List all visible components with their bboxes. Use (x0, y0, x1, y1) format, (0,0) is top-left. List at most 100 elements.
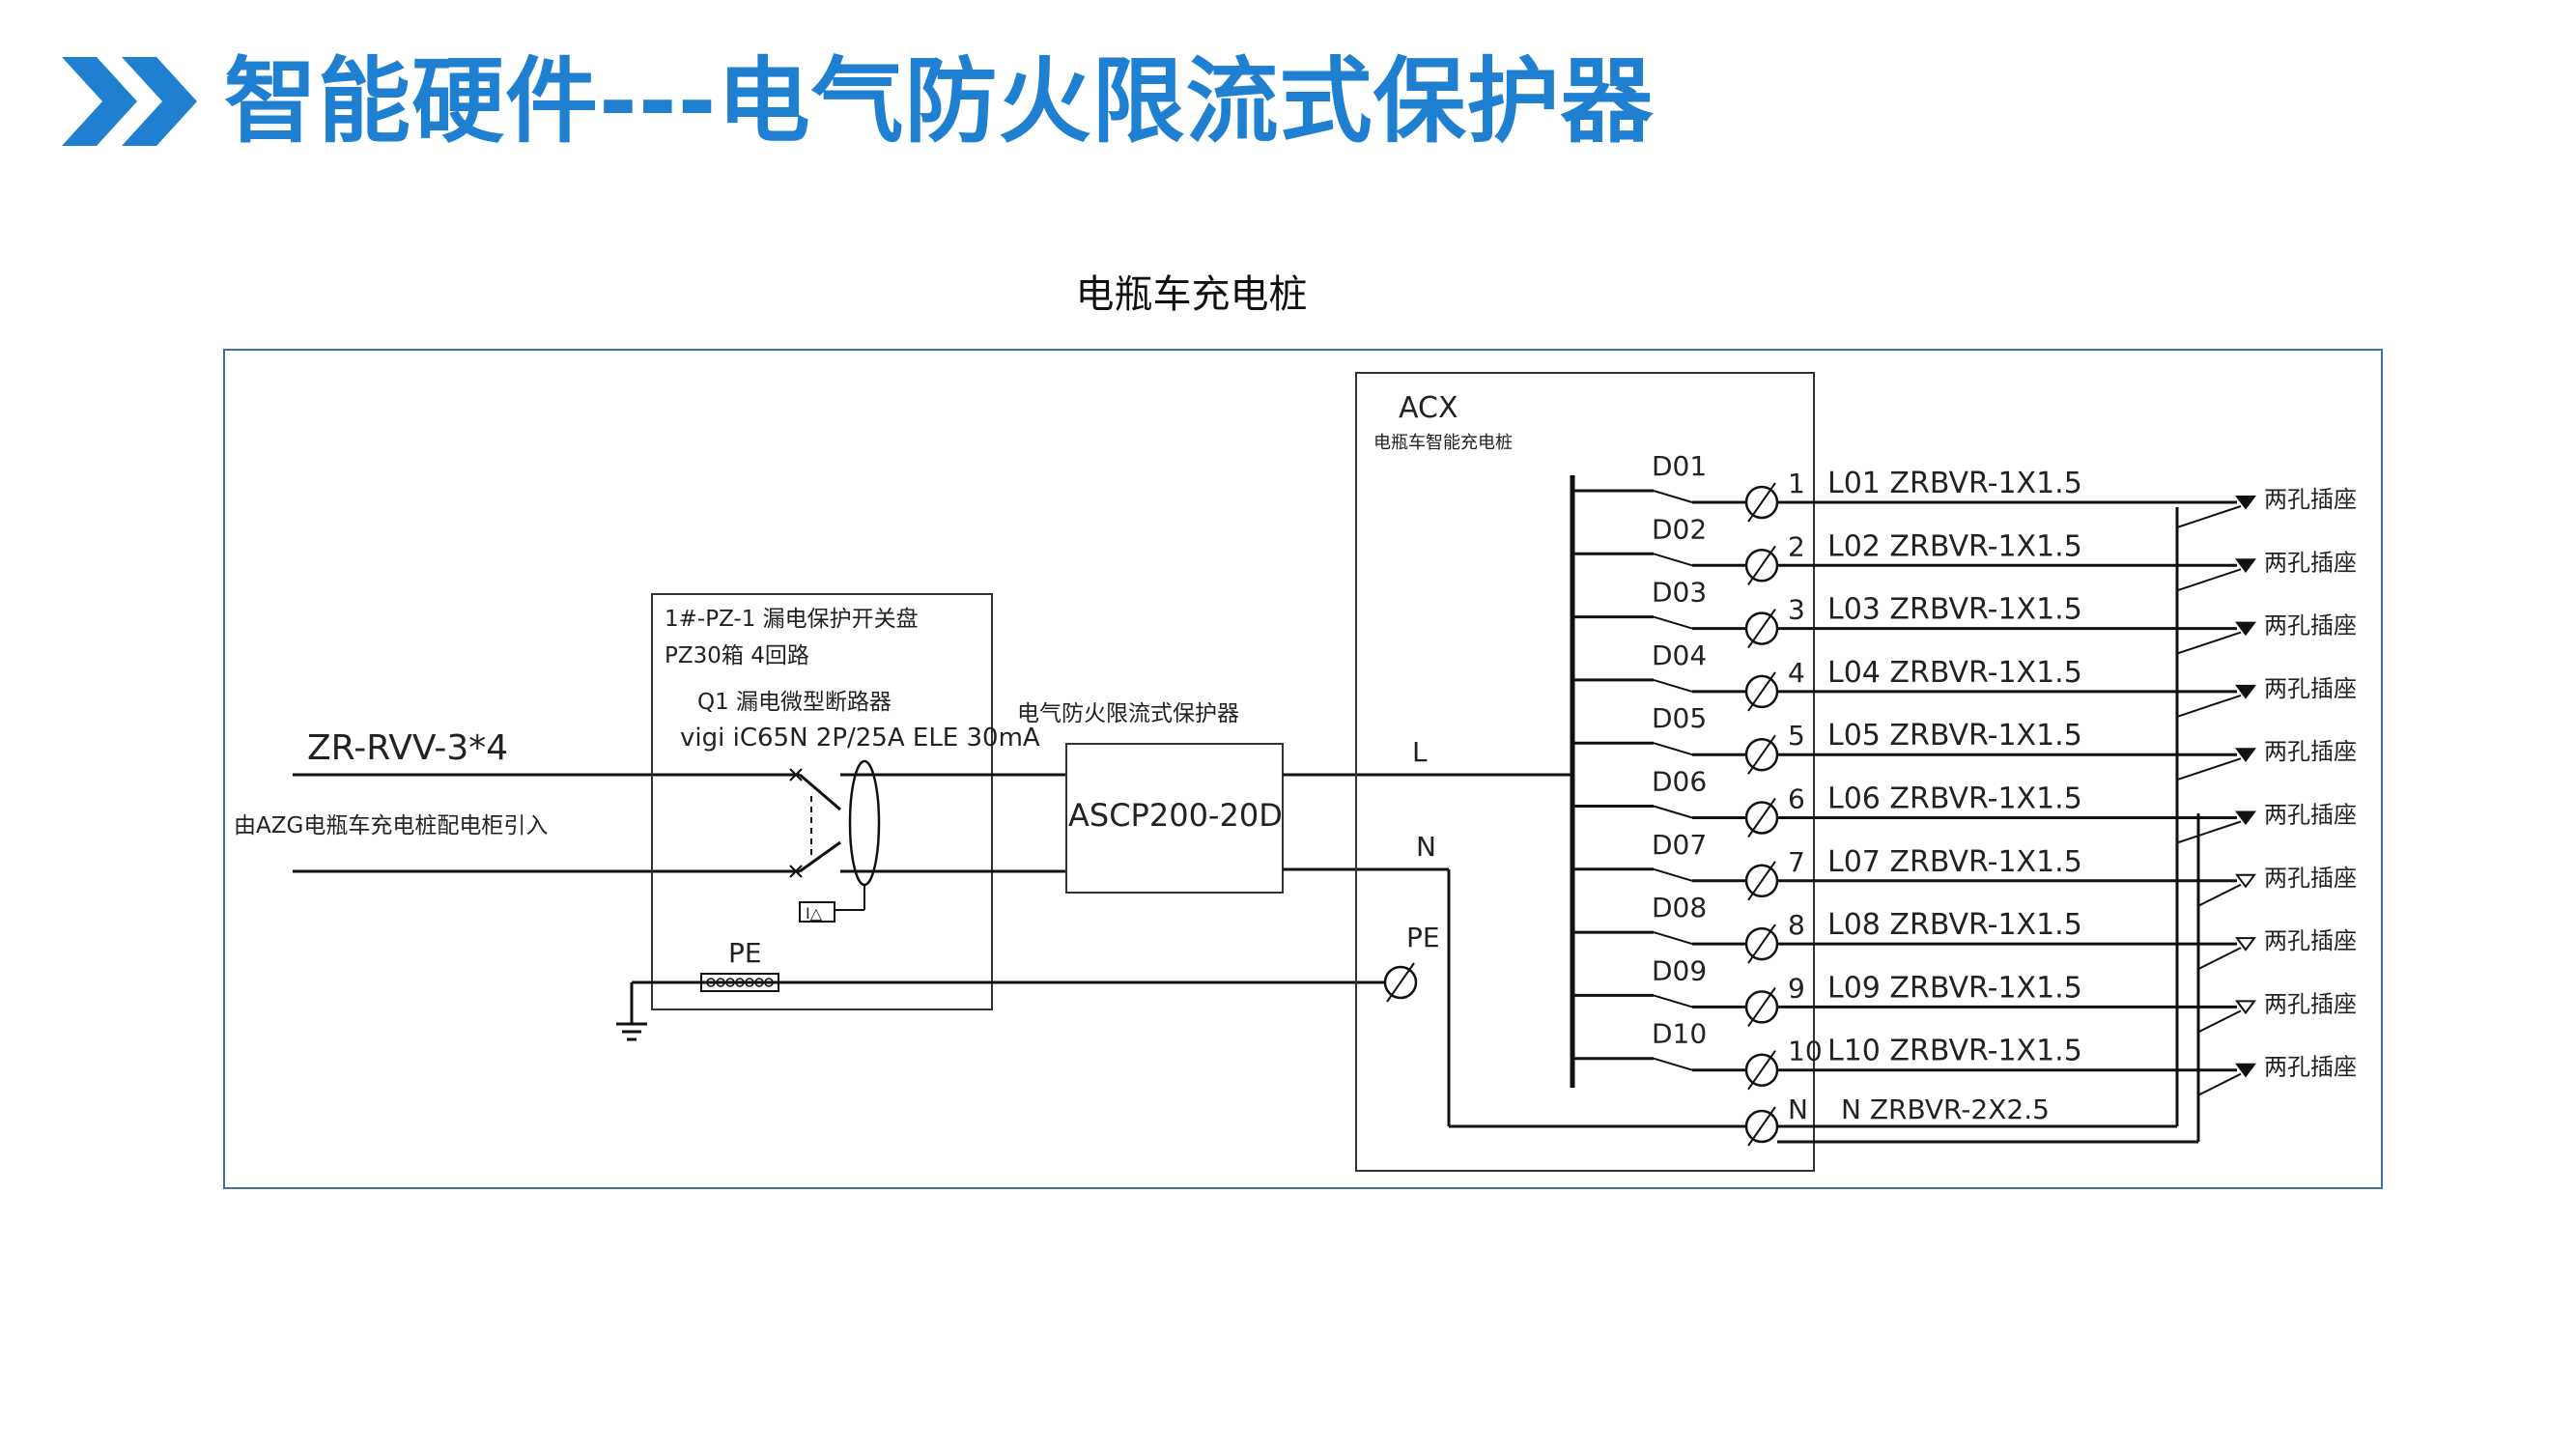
switch-label-2: D02 (1652, 513, 1707, 545)
socket-label-6: 两孔插座 (2264, 802, 2357, 829)
switch-label-6: D06 (1652, 766, 1707, 798)
socket-label-2: 两孔插座 (2264, 549, 2357, 576)
socket-icon-10 (2235, 1063, 2256, 1078)
feeder-source-label: 由AZG电瓶车充电桩配电柜引入 (234, 813, 548, 838)
double-chevron-right-icon (62, 57, 197, 146)
terminal-label-10: 10 (1788, 1036, 1823, 1067)
protector-model: ASCP200-20D (1068, 797, 1283, 834)
neutral-tap-6 (2176, 820, 2242, 844)
switch-label-9: D09 (1652, 954, 1707, 986)
socket-icon-3 (2235, 621, 2256, 637)
socket-label-3: 两孔插座 (2264, 612, 2357, 639)
diagram-caption: 电瓶车充电桩 (1075, 272, 1308, 317)
cable-label-3: L03 ZRBVR-1X1.5 (1827, 593, 2082, 627)
slide-header: 智能硬件---电气防火限流式保护器 (62, 48, 1655, 155)
acx-subtitle: 电瓶车智能充电桩 (1373, 433, 1513, 453)
cable-label-1: L01 ZRBVR-1X1.5 (1827, 467, 2082, 500)
socket-label-1: 两孔插座 (2264, 486, 2357, 513)
terminal-slash-2 (1747, 545, 1776, 585)
diagram-frame (223, 349, 2383, 1189)
neutral-tap-7 (2197, 883, 2242, 907)
neutral-tap-2 (2176, 568, 2242, 592)
terminal-label-4: 4 (1788, 657, 1805, 689)
neutral-tap-8 (2197, 947, 2242, 970)
switch-label-4: D04 (1652, 639, 1707, 671)
switch-panel-subtitle: PZ30箱 4回路 (665, 643, 809, 668)
cable-label-4: L04 ZRBVR-1X1.5 (1827, 656, 2082, 690)
terminal-label-7: 7 (1788, 846, 1805, 878)
acx-title: ACX (1399, 391, 1458, 425)
switch-contact-8 (1653, 931, 1693, 946)
neutral-tap-5 (2176, 757, 2242, 781)
switch-contact-7 (1653, 867, 1693, 882)
terminal-slash-6 (1747, 797, 1776, 838)
pe-bar-label: PE (728, 937, 762, 969)
terminal-slash-3 (1747, 609, 1776, 649)
switch-label-1: D01 (1652, 450, 1707, 482)
svg-text:I△: I△ (806, 904, 823, 923)
socket-label-5: 两孔插座 (2264, 738, 2357, 765)
terminal-slash-1 (1747, 482, 1776, 523)
socket-label-10: 两孔插座 (2264, 1054, 2357, 1081)
neutral-cable-label: N ZRBVR-2X2.5 (1841, 1094, 2050, 1125)
acx-input-l-label: L (1412, 736, 1428, 768)
socket-icon-9 (2235, 1000, 2256, 1015)
acx-input-n-label: N (1416, 831, 1436, 863)
terminal-label-3: 3 (1788, 594, 1805, 626)
switch-label-5: D05 (1652, 702, 1707, 734)
breaker-label: Q1 漏电微型断路器 (697, 690, 892, 715)
socket-icon-2 (2235, 558, 2256, 573)
switch-contact-6 (1653, 805, 1693, 819)
switch-contact-10 (1653, 1057, 1693, 1071)
socket-icon-5 (2235, 748, 2256, 762)
socket-icon-8 (2235, 937, 2256, 952)
switch-label-10: D10 (1652, 1018, 1707, 1050)
acx-input-pe-label: PE (1406, 922, 1440, 953)
socket-label-4: 两孔插座 (2264, 675, 2357, 702)
terminal-label-5: 5 (1788, 720, 1805, 752)
terminal-slash-5 (1747, 734, 1776, 775)
neutral-terminal-label: N (1788, 1094, 1808, 1125)
switch-label-7: D07 (1652, 829, 1707, 861)
neutral-tap-3 (2176, 631, 2242, 655)
switch-contact-3 (1653, 615, 1693, 630)
socket-label-9: 两孔插座 (2264, 990, 2357, 1017)
branch-circuits: D01 1 L01 ZRBVR-1X1.5 两孔插座 D02 2 L02 ZRBVR-1X1… (1572, 450, 2357, 1096)
cable-label-10: L10 ZRBVR-1X1.5 (1827, 1035, 2082, 1068)
ground-icon (616, 982, 647, 1041)
terminal-label-8: 8 (1788, 909, 1805, 941)
cable-label-5: L05 ZRBVR-1X1.5 (1827, 719, 2082, 753)
neutral-terminal (1744, 1106, 1779, 1147)
switch-contact-5 (1653, 742, 1693, 756)
slide-title: 智能硬件---电气防火限流式保护器 (224, 47, 1655, 156)
socket-icon-1 (2235, 496, 2256, 510)
cable-label-9: L09 ZRBVR-1X1.5 (1827, 971, 2082, 1005)
cable-label-8: L08 ZRBVR-1X1.5 (1827, 908, 2082, 942)
socket-icon-4 (2235, 684, 2256, 699)
terminal-label-2: 2 (1788, 530, 1805, 562)
switch-contact-4 (1653, 678, 1693, 693)
protector-box (1065, 743, 1284, 894)
terminal-label-6: 6 (1788, 783, 1805, 815)
socket-icon-6 (2235, 810, 2256, 826)
neutral-tap-1 (2176, 505, 2242, 528)
terminal-label-1: 1 (1788, 468, 1805, 499)
leakage-breaker-symbol: I△ (789, 759, 1066, 923)
socket-icon-7 (2235, 873, 2256, 889)
terminal-slash-10 (1747, 1050, 1776, 1091)
neutral-tap-9 (2197, 1009, 2242, 1034)
switch-panel-box (651, 593, 993, 1010)
feeder-cable-label: ZR-RVV-3*4 (307, 728, 508, 768)
switch-contact-9 (1653, 994, 1693, 1009)
socket-label-8: 两孔插座 (2264, 927, 2357, 954)
breaker-model-label: vigi iC65N 2P/25A ELE 30mA (680, 724, 1040, 753)
protector-label: 电气防火限流式保护器 (1017, 701, 1239, 726)
terminal-slash-8 (1747, 923, 1776, 964)
terminal-slash-7 (1747, 861, 1776, 901)
cable-label-2: L02 ZRBVR-1X1.5 (1827, 529, 2082, 563)
switch-panel-title: 1#-PZ-1 漏电保护开关盘 (665, 607, 919, 632)
cable-label-6: L06 ZRBVR-1X1.5 (1827, 782, 2082, 816)
terminal-slash-9 (1747, 986, 1776, 1027)
terminal-label-9: 9 (1788, 972, 1805, 1004)
